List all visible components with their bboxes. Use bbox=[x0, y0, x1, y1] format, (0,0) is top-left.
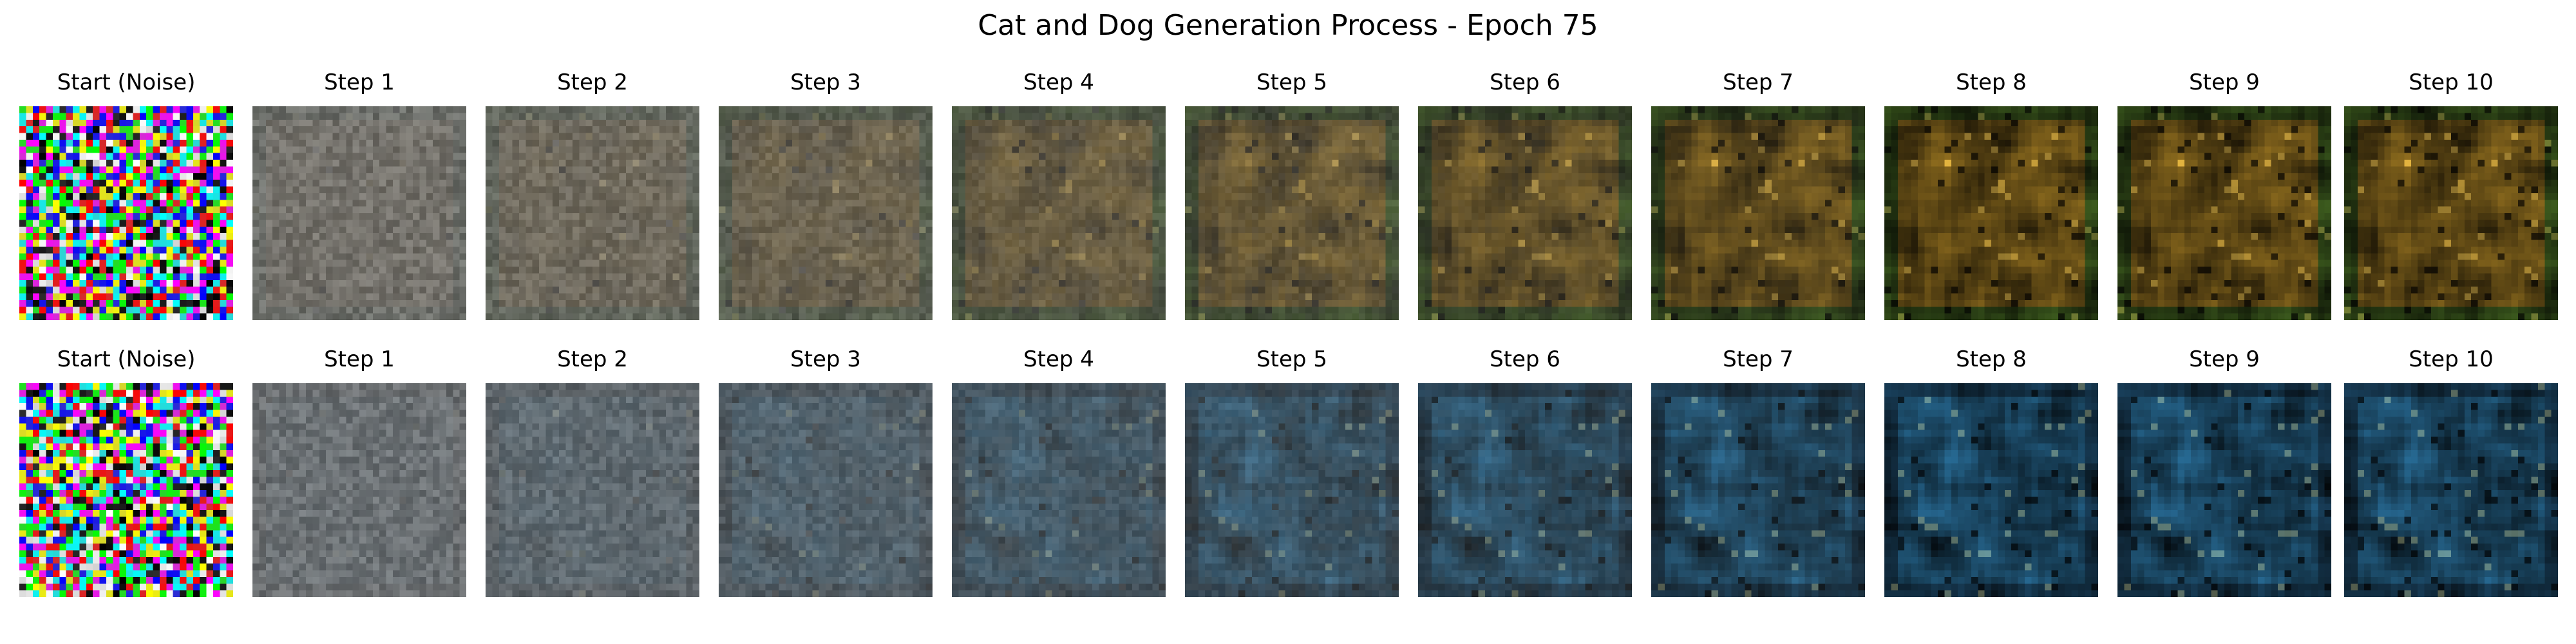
panel-title: Step 1 bbox=[324, 346, 395, 372]
generated-image bbox=[1884, 106, 2098, 320]
panel-title: Step 6 bbox=[1490, 70, 1560, 95]
generated-image bbox=[486, 106, 699, 320]
panel-1-4: Step 4 bbox=[952, 70, 1166, 320]
panel-title: Step 9 bbox=[2189, 70, 2260, 95]
noise-image bbox=[19, 106, 233, 320]
panel-title: Step 2 bbox=[557, 70, 628, 95]
panel-title: Step 7 bbox=[1723, 346, 1794, 372]
panel-title: Step 4 bbox=[1023, 70, 1094, 95]
panel-title: Step 4 bbox=[1023, 346, 1094, 372]
panel-2-4: Step 4 bbox=[952, 346, 1166, 597]
panel-2-7: Step 7 bbox=[1651, 346, 1865, 597]
generated-image bbox=[2117, 383, 2331, 597]
panel-2-3: Step 3 bbox=[719, 346, 933, 597]
panel-1-2: Step 2 bbox=[486, 70, 699, 320]
panel-1-8: Step 8 bbox=[1884, 70, 2098, 320]
panel-title: Step 6 bbox=[1490, 346, 1560, 372]
generated-image bbox=[2344, 383, 2558, 597]
panel-2-6: Step 6 bbox=[1418, 346, 1632, 597]
noise-image bbox=[19, 383, 233, 597]
panel-title: Step 3 bbox=[790, 346, 861, 372]
panel-1-5: Step 5 bbox=[1185, 70, 1399, 320]
generated-image bbox=[952, 106, 1166, 320]
panel-title: Start (Noise) bbox=[57, 70, 196, 95]
panel-title: Step 7 bbox=[1723, 70, 1794, 95]
generated-image bbox=[1651, 383, 1865, 597]
panel-title: Step 5 bbox=[1256, 70, 1327, 95]
figure-title: Cat and Dog Generation Process - Epoch 7… bbox=[978, 9, 1598, 42]
panel-1-0: Start (Noise) bbox=[19, 70, 233, 320]
panel-1-9: Step 9 bbox=[2117, 70, 2331, 320]
generated-image bbox=[719, 383, 933, 597]
panel-title: Step 1 bbox=[324, 70, 395, 95]
panel-title: Step 9 bbox=[2189, 346, 2260, 372]
generated-image bbox=[2117, 106, 2331, 320]
panel-1-7: Step 7 bbox=[1651, 70, 1865, 320]
panel-1-1: Step 1 bbox=[252, 70, 466, 320]
panel-title: Step 8 bbox=[1956, 70, 2027, 95]
generated-image bbox=[1884, 383, 2098, 597]
generated-image bbox=[252, 106, 466, 320]
panel-title: Step 3 bbox=[790, 70, 861, 95]
generated-image bbox=[1185, 106, 1399, 320]
panel-title: Start (Noise) bbox=[57, 346, 196, 372]
generated-image bbox=[1651, 106, 1865, 320]
panel-2-1: Step 1 bbox=[252, 346, 466, 597]
generated-image bbox=[486, 383, 699, 597]
panel-2-2: Step 2 bbox=[486, 346, 699, 597]
generated-image bbox=[1418, 383, 1632, 597]
panel-title: Step 8 bbox=[1956, 346, 2027, 372]
panel-2-0: Start (Noise) bbox=[19, 346, 233, 597]
panel-title: Step 10 bbox=[2409, 346, 2494, 372]
panel-1-10: Step 10 bbox=[2344, 70, 2558, 320]
panel-title: Step 10 bbox=[2409, 70, 2494, 95]
panel-title: Step 2 bbox=[557, 346, 628, 372]
panel-2-8: Step 8 bbox=[1884, 346, 2098, 597]
panel-2-9: Step 9 bbox=[2117, 346, 2331, 597]
panel-2-10: Step 10 bbox=[2344, 346, 2558, 597]
panel-1-3: Step 3 bbox=[719, 70, 933, 320]
panel-2-5: Step 5 bbox=[1185, 346, 1399, 597]
generated-image bbox=[1418, 106, 1632, 320]
generated-image bbox=[1185, 383, 1399, 597]
panel-title: Step 5 bbox=[1256, 346, 1327, 372]
generated-image bbox=[2344, 106, 2558, 320]
panel-1-6: Step 6 bbox=[1418, 70, 1632, 320]
generated-image bbox=[719, 106, 933, 320]
generated-image bbox=[252, 383, 466, 597]
generated-image bbox=[952, 383, 1166, 597]
